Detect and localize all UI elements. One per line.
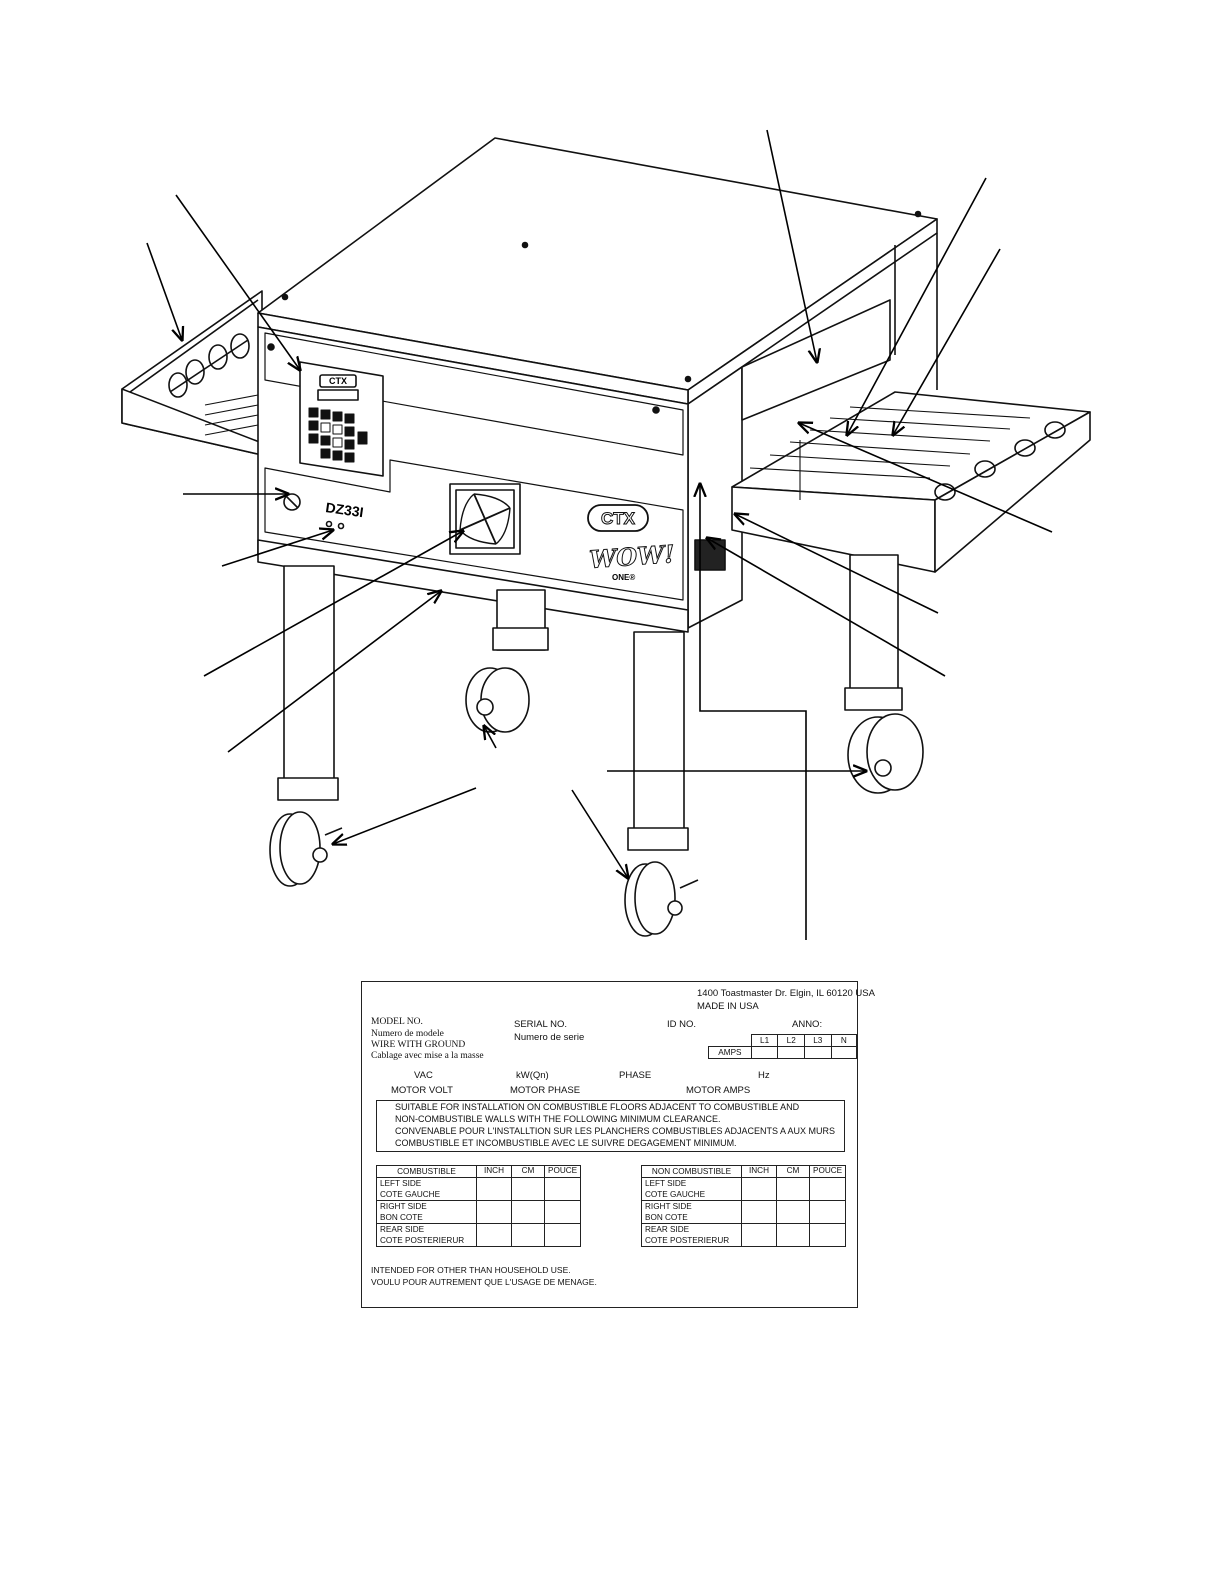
- row-label-fr: COTE POSTERIERUR: [380, 1236, 465, 1245]
- row-label-fr: COTE GAUCHE: [645, 1190, 706, 1199]
- row-label-fr: COTE GAUCHE: [380, 1190, 441, 1199]
- combustible-row-left: LEFT SIDE COTE GAUCHE: [376, 1177, 477, 1201]
- plate-motor-volt: MOTOR VOLT: [391, 1085, 453, 1096]
- right-conveyor: [731, 391, 1091, 573]
- plate-anno: ANNO:: [792, 1019, 823, 1030]
- non-combustible-pouce: POUCE: [808, 1165, 847, 1178]
- combustible-row-rear: REAR SIDE COTE POSTERIERUR: [376, 1223, 477, 1247]
- left-conveyor: [121, 290, 263, 456]
- model-badge: DZ33I: [325, 499, 365, 520]
- legs: [277, 554, 903, 851]
- rating-plate: 1400 Toastmaster Dr. Elgin, IL 60120 USA…: [361, 981, 875, 1308]
- wordmark-sub: ONE®: [612, 573, 635, 582]
- fan-icon: [449, 483, 521, 555]
- non-combustible-cm: CM: [776, 1165, 810, 1178]
- plate-motor-phase: MOTOR PHASE: [510, 1085, 581, 1096]
- notice-line-4: COMBUSTIBLE ET INCOMBUSTIBLE AVEC LE SUI…: [395, 1138, 737, 1148]
- notice-line-1: SUITABLE FOR INSTALLATION ON COMBUSTIBLE…: [395, 1102, 800, 1112]
- plate-hz: Hz: [758, 1070, 770, 1081]
- caster-front-right: [624, 861, 699, 937]
- caster-rear-left: [465, 667, 530, 733]
- row-label: REAR SIDE: [380, 1225, 425, 1234]
- combustible-table: COMBUSTIBLE INCH CM POUCE LEFT SIDE COTE …: [376, 1165, 582, 1247]
- keypad[interactable]: [308, 407, 368, 463]
- oven-drawing: CTX DZ33I CTX WOW! ONE®: [121, 129, 1091, 940]
- indicator-light-1: [325, 520, 333, 528]
- row-label: LEFT SIDE: [380, 1179, 422, 1188]
- plate-kw: kW(Qn): [516, 1070, 549, 1081]
- row-label: RIGHT SIDE: [645, 1202, 692, 1211]
- notice-line-2: NON-COMBUSTIBLE WALLS WITH THE FOLLOWING…: [395, 1114, 721, 1124]
- non-combustible-inch: INCH: [741, 1165, 777, 1178]
- phase-l1: L1: [750, 1034, 779, 1047]
- phase-l2: L2: [777, 1034, 805, 1047]
- row-label-fr: BON COTE: [645, 1213, 688, 1222]
- control-panel[interactable]: [299, 361, 384, 477]
- plate-footer-1: INTENDED FOR OTHER THAN HOUSEHOLD USE.: [371, 1265, 571, 1275]
- plate-vac: VAC: [414, 1070, 433, 1081]
- right-conveyor-rollers: [934, 421, 1066, 501]
- clearance-notice: SUITABLE FOR INSTALLATION ON COMBUSTIBLE…: [376, 1100, 845, 1152]
- plate-id-no: ID NO.: [667, 1019, 697, 1030]
- caster-front-left: [269, 811, 343, 887]
- row-label-fr: COTE POSTERIERUR: [645, 1236, 730, 1245]
- non-combustible-row-rear: REAR SIDE COTE POSTERIERUR: [641, 1223, 742, 1247]
- non-combustible-row-left: LEFT SIDE COTE GAUCHE: [641, 1177, 742, 1201]
- combustible-row-right: RIGHT SIDE BON COTE: [376, 1200, 477, 1224]
- row-label: RIGHT SIDE: [380, 1202, 427, 1211]
- row-label-fr: BON COTE: [380, 1213, 423, 1222]
- plate-motor-amps: MOTOR AMPS: [686, 1085, 751, 1096]
- combustible-inch: INCH: [476, 1165, 512, 1178]
- notice-line-3: CONVENABLE POUR L'INSTALLTION SUR LES PL…: [395, 1126, 835, 1136]
- indicator-light-2: [337, 522, 345, 530]
- wordmark: WOW!: [588, 539, 675, 574]
- plate-model-no-fr: Numero de modele: [371, 1029, 444, 1039]
- phase-n: N: [830, 1034, 858, 1047]
- plate-wire-ground: WIRE WITH GROUND: [371, 1040, 466, 1050]
- row-label: LEFT SIDE: [645, 1179, 687, 1188]
- caster-rear-right: [847, 713, 924, 794]
- plate-serial-no: SERIAL NO.: [514, 1019, 567, 1030]
- plate-footer-2: VOULU POUR AUTREMENT QUE L'USAGE DE MENA…: [371, 1277, 597, 1287]
- non-combustible-table: NON COMBUSTIBLE INCH CM POUCE LEFT SIDE C…: [641, 1165, 847, 1247]
- left-conveyor-sprockets: [168, 333, 250, 398]
- plate-wire-ground-fr: Cablage avec mise a la masse: [371, 1051, 484, 1061]
- plate-address: 1400 Toastmaster Dr. Elgin, IL 60120 USA: [697, 988, 875, 999]
- plate-serial-no-fr: Numero de serie: [514, 1032, 585, 1043]
- phase-l3: L3: [804, 1034, 832, 1047]
- non-combustible-row-right: RIGHT SIDE BON COTE: [641, 1200, 742, 1224]
- brand-logo-text: CTX: [601, 509, 636, 528]
- amps-table: L1 L2 L3 N AMPS: [708, 1034, 858, 1059]
- leader-lines: [146, 129, 1053, 940]
- row-label: REAR SIDE: [645, 1225, 690, 1234]
- combustible-header: COMBUSTIBLE: [376, 1165, 477, 1178]
- combustible-pouce: POUCE: [543, 1165, 582, 1178]
- amps-label: AMPS: [708, 1046, 752, 1059]
- combustible-cm: CM: [511, 1165, 545, 1178]
- control-logo: CTX: [329, 376, 347, 386]
- non-combustible-header: NON COMBUSTIBLE: [641, 1165, 742, 1178]
- plate-model-no: MODEL NO.: [371, 1017, 423, 1027]
- brand-logo: CTX: [587, 504, 649, 532]
- plate-phase: PHASE: [619, 1070, 652, 1081]
- plate-made-in: MADE IN USA: [697, 1001, 759, 1012]
